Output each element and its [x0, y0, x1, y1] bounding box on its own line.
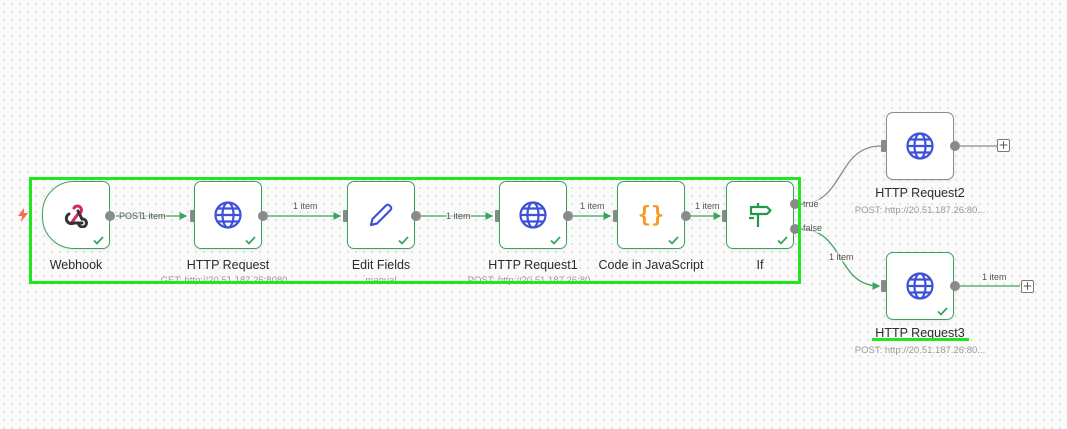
globe-icon	[214, 201, 242, 229]
http-request2-input-port[interactable]	[881, 140, 886, 152]
node-subtitle: POST: http://20.51.187.26:80...	[854, 205, 986, 216]
globe-icon	[519, 201, 547, 229]
http-request3-input-port[interactable]	[881, 280, 886, 292]
node-http-request3[interactable]	[886, 252, 954, 320]
edge-item-count: 1 item	[580, 201, 605, 211]
if-true-output-port[interactable]	[790, 199, 800, 209]
if-false-output-port[interactable]	[790, 224, 800, 234]
edge-item-count: 1 item	[982, 272, 1007, 282]
globe-icon	[906, 132, 934, 160]
node-label: If	[756, 258, 764, 272]
node-http-request2[interactable]	[886, 112, 954, 180]
pencil-icon	[369, 203, 393, 227]
success-check-icon	[245, 236, 256, 245]
selection-underline	[872, 338, 969, 341]
http-request3-output-port[interactable]	[950, 281, 960, 291]
svg-text:{}: {}	[638, 203, 665, 228]
branch-false-label: false	[803, 223, 823, 233]
node-subtitle: POST: http://20.51.187.26:80...	[854, 345, 986, 356]
curly-braces-icon: {}	[638, 203, 665, 228]
node-code-javascript[interactable]: {}	[617, 181, 685, 249]
if-input-port[interactable]	[722, 210, 727, 222]
trigger-bolt-icon	[18, 208, 28, 222]
http-request1-output-port[interactable]	[563, 211, 573, 221]
edit-fields-input-port[interactable]	[343, 210, 348, 222]
add-node-button[interactable]: +	[1021, 279, 1034, 293]
node-label: HTTP Request	[186, 258, 270, 272]
node-http-request1[interactable]	[499, 181, 567, 249]
node-label: HTTP Request3	[875, 326, 965, 340]
node-label: Code in JavaScript	[598, 258, 704, 272]
globe-icon	[906, 272, 934, 300]
success-check-icon	[550, 236, 561, 245]
node-label: Webhook	[49, 258, 103, 272]
success-check-icon	[937, 307, 948, 316]
edge-item-count: 1 item	[695, 201, 720, 211]
node-label: Edit Fields	[351, 258, 411, 272]
success-check-icon	[777, 236, 788, 245]
node-edit-fields[interactable]	[347, 181, 415, 249]
http-request-input-port[interactable]	[190, 210, 195, 222]
edge-method-label: POST	[119, 211, 144, 221]
node-label: HTTP Request2	[875, 186, 965, 200]
code-output-port[interactable]	[681, 211, 691, 221]
webhook-icon	[64, 204, 88, 228]
selection-highlight-box	[29, 177, 801, 284]
http-request2-output-port[interactable]	[950, 141, 960, 151]
edge-item-count: 1 item	[293, 201, 318, 211]
http-request1-input-port[interactable]	[495, 210, 500, 222]
code-input-port[interactable]	[613, 210, 618, 222]
edit-fields-output-port[interactable]	[411, 211, 421, 221]
add-node-button[interactable]: +	[997, 138, 1010, 152]
node-label: HTTP Request1	[488, 258, 578, 272]
success-check-icon	[398, 236, 409, 245]
success-check-icon	[93, 236, 104, 245]
http-request-output-port[interactable]	[258, 211, 268, 221]
webhook-output-port[interactable]	[105, 211, 115, 221]
branch-true-label: true	[803, 199, 819, 209]
node-if[interactable]	[726, 181, 794, 249]
edge-item-count: 1 item	[141, 211, 166, 221]
edge-item-count: 1 item	[829, 252, 854, 262]
signpost-icon	[749, 203, 772, 227]
edge-item-count: 1 item	[446, 211, 471, 221]
success-check-icon	[668, 236, 679, 245]
